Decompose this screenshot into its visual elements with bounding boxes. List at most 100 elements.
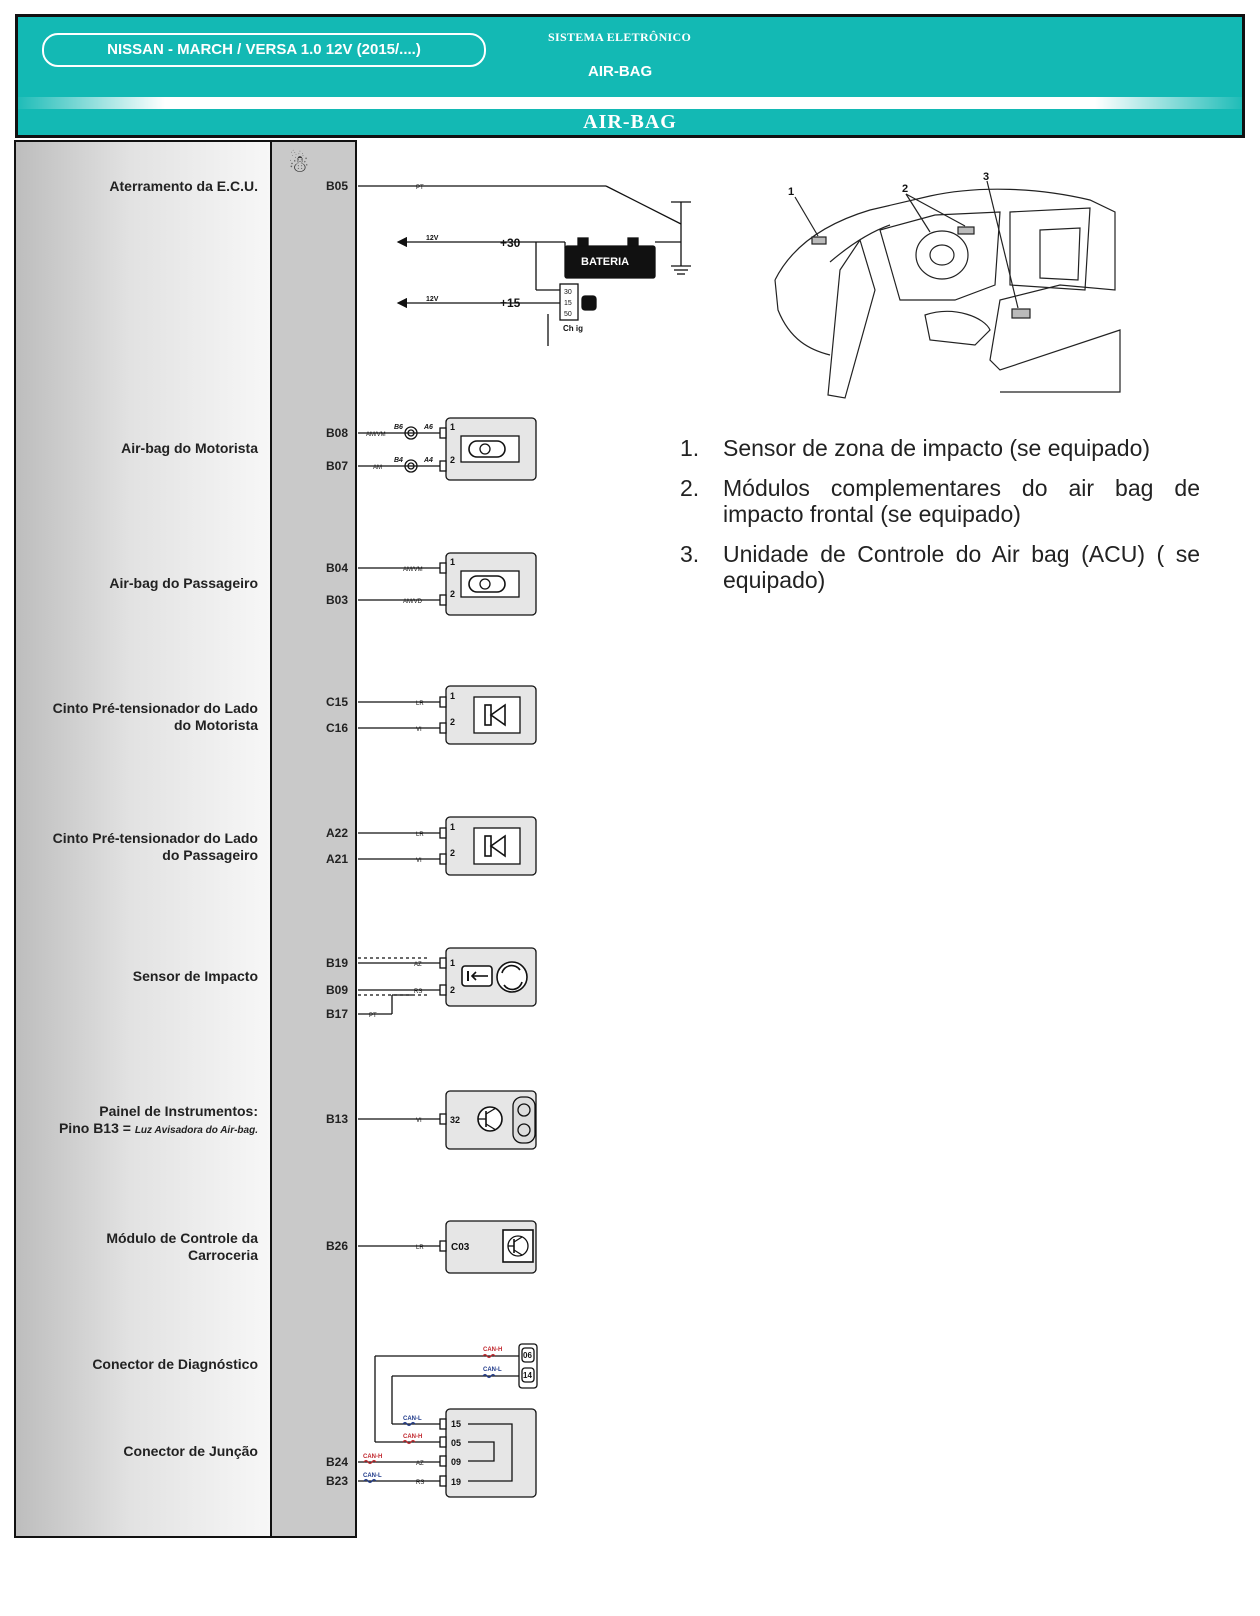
pin-b05: B05	[325, 179, 348, 193]
label-body-control-module-line1: Módulo de Controle da	[106, 1230, 258, 1246]
can-l-diag-wire	[391, 1373, 519, 1427]
supply-30-label: +30	[500, 236, 521, 250]
pretensioner-icon	[484, 703, 506, 727]
component-labels-column	[14, 140, 270, 1538]
label-instrument-panel-line2: Pino B13 = Luz Avisadora do Air-bag.	[18, 1120, 258, 1139]
label-instrument-panel-line1: Painel de Instrumentos:	[99, 1103, 258, 1119]
clockspring-b4: B4	[394, 457, 403, 464]
label-pin-prefix: Pino B13 =	[58, 1120, 135, 1136]
legend-text: Sensor de zona de impacto (se equipado)	[723, 435, 1151, 461]
pin-b26: B26	[325, 1239, 348, 1253]
diag-can-l-label: CAN-L	[483, 1367, 502, 1373]
junction-color-az: AZ	[416, 1461, 424, 1467]
pin-b17: B17	[325, 1007, 348, 1021]
sensor-color-pt: PT	[369, 1013, 377, 1019]
junction-connector	[439, 1408, 537, 1498]
ecu-can-l-label: CAN-L	[363, 1473, 382, 1479]
passenger-airbag-wires	[358, 567, 440, 601]
plus30-wire	[396, 236, 681, 291]
passenger-pin-1: 1	[450, 557, 455, 567]
header-banner: NISSAN - MARCH / VERSA 1.0 12V (2015/...…	[15, 14, 1245, 138]
passenger-pretensioner-wires	[358, 832, 440, 860]
pret-driver-pin-1: 1	[450, 691, 455, 701]
label-body-control-module-line2: Carroceria	[187, 1247, 258, 1263]
sensor-color-rs: RS	[414, 989, 422, 995]
label-driver-pretensioner: Cinto Pré-tensionador do Lado do Motoris…	[18, 700, 258, 734]
impact-sensor-icon	[461, 961, 528, 993]
legend-number: 1.	[680, 435, 700, 461]
pin-a22: A22	[325, 826, 348, 840]
panel-wire-color: VI	[416, 1118, 422, 1124]
label-instrument-panel: Painel de Instrumentos: Pino B13 = Luz A…	[18, 1103, 258, 1139]
legend-text: Unidade de Controle do Air bag (ACU) ( s…	[723, 541, 1200, 593]
bcm-wire-color: LR	[416, 1245, 424, 1251]
legend-item: 2.Módulos complementares do air bag de i…	[680, 475, 1200, 527]
vehicle-model-title: NISSAN - MARCH / VERSA 1.0 12V (2015/...…	[42, 33, 486, 67]
label-passenger-airbag: Air-bag do Passageiro	[109, 575, 258, 591]
callout-3: 3	[983, 171, 989, 183]
ignition-pin-15: 15	[564, 300, 572, 307]
junction-can-h-label: CAN-H	[403, 1434, 422, 1440]
body-control-module	[439, 1220, 537, 1274]
diag-pin-14: 14	[523, 1371, 532, 1380]
panel-pin-32: 32	[450, 1115, 460, 1125]
ecu-bar	[270, 140, 357, 1538]
pret-driver-pin-2: 2	[450, 717, 455, 727]
sensor-pin-1: 1	[450, 958, 455, 968]
pin-a21: A21	[325, 852, 348, 866]
pret-driver-color-2: VI	[416, 727, 422, 733]
ignition-pin-50: 50	[564, 311, 572, 318]
legend-item: 3.Unidade de Controle do Air bag (ACU) (…	[680, 541, 1200, 593]
label-diagnostic-connector: Conector de Diagnóstico	[92, 1356, 258, 1372]
header-stripe	[18, 97, 1242, 109]
can-h-diag-wire	[374, 1353, 519, 1445]
label-passenger-pretensioner-line1: Cinto Pré-tensionador do Lado	[52, 830, 258, 846]
junction-color-rs: RS	[416, 1480, 424, 1486]
system-caption: SISTEMA ELETRÔNICO	[548, 30, 692, 44]
label-driver-pretensioner-line2: do Motorista	[174, 717, 258, 733]
ignition-switch	[559, 283, 597, 321]
airbag-ecu-icon: ☃	[288, 151, 310, 178]
pret-passenger-pin-2: 2	[450, 848, 455, 858]
voltage-30: 12V	[426, 235, 439, 242]
clockspring-a6: A6	[423, 424, 433, 431]
legend-item: 1. Sensor de zona de impacto (se equipado…	[680, 435, 1200, 461]
label-passenger-pretensioner-line2: do Passageiro	[162, 847, 258, 863]
diagnostic-connector	[518, 1343, 538, 1389]
pin-b24: B24	[325, 1455, 348, 1469]
ignition-pin-30: 30	[564, 289, 572, 296]
pin-b09: B09	[325, 983, 348, 997]
junction-pin-19: 19	[451, 1477, 461, 1487]
ground-wire-color: PT	[416, 185, 424, 191]
battery-icon	[564, 237, 656, 279]
label-driver-pretensioner-line1: Cinto Pré-tensionador do Lado	[52, 700, 258, 716]
pin-b07: B07	[325, 459, 348, 473]
pret-passenger-color-2: VI	[416, 858, 422, 864]
ground-icon	[671, 265, 691, 275]
driver-wire-color-2: AM	[373, 465, 382, 471]
passenger-airbag-module	[439, 552, 537, 616]
pin-c15: C15	[325, 695, 348, 709]
pin-b19: B19	[325, 956, 348, 970]
pin-b13: B13	[325, 1112, 348, 1126]
pin-b03: B03	[325, 593, 348, 607]
junction-can-l-label: CAN-L	[403, 1416, 422, 1422]
driver-pretensioner-wires	[358, 701, 440, 729]
clockspring-b6: B6	[394, 424, 403, 431]
junction-pin-15: 15	[451, 1419, 461, 1429]
sensor-color-az: AZ	[414, 962, 422, 968]
label-junction-connector: Conector de Junção	[123, 1443, 258, 1459]
callout-2: 2	[902, 183, 908, 195]
legend-text: Módulos complementares do air bag de imp…	[723, 475, 1200, 527]
transistor-icon	[477, 1106, 503, 1132]
can-h-ecu-wire	[358, 1459, 440, 1465]
pret-passenger-pin-1: 1	[450, 822, 455, 832]
pin-b04: B04	[325, 561, 348, 575]
pin-b23: B23	[325, 1474, 348, 1488]
airbag-module-icon	[468, 440, 506, 458]
passenger-wire-color-1: AM/VM	[403, 567, 423, 573]
system-name: AIR-BAG	[588, 63, 653, 80]
gauge-icon	[512, 1096, 536, 1144]
plus15-wire	[396, 297, 560, 346]
pret-driver-color-1: LR	[416, 701, 424, 707]
